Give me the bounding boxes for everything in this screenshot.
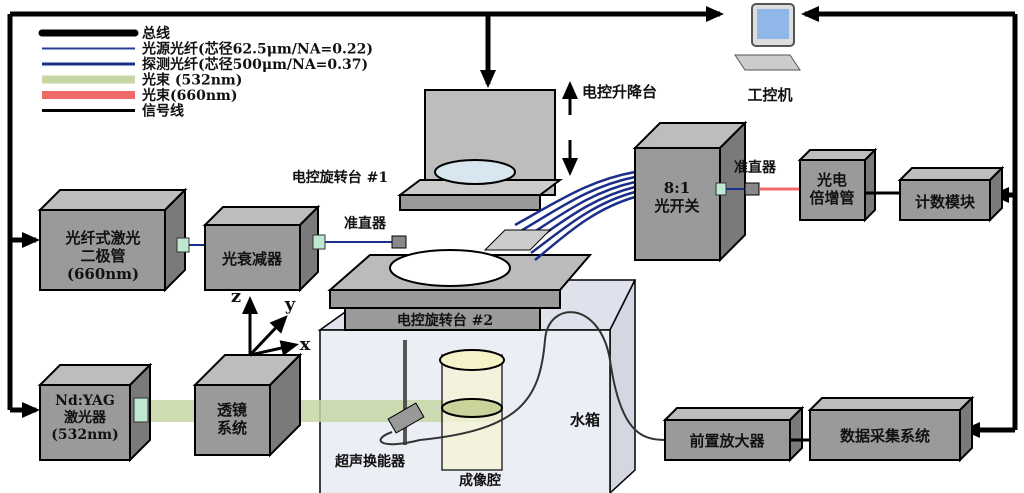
imaging-cavity-label: 成像腔	[459, 472, 501, 489]
ndyag-label-line: 激光器	[64, 409, 107, 426]
fiber-connector	[176, 237, 190, 253]
lift-down-arrow-head	[562, 158, 578, 176]
fiber-connector	[312, 234, 326, 250]
legend-label: 探测光纤(芯径500μm/NA=0.37)	[142, 56, 368, 73]
legend-label: 光源光纤(芯径62.5μm/NA=0.22)	[141, 41, 373, 58]
z-axis-label: z	[231, 286, 241, 307]
pmt-box-front	[799, 159, 866, 221]
bus-to-lift-stage-head	[480, 70, 496, 88]
lens-label-line: 系统	[217, 419, 247, 437]
detection-fiber	[514, 170, 636, 227]
bus-to-ndyag-head	[22, 402, 40, 418]
x-axis-label: x	[300, 334, 311, 355]
pmt-label-line: 光电	[816, 171, 847, 189]
collimator-right	[744, 182, 760, 196]
transducer	[387, 402, 425, 434]
ndyag-box-front	[39, 384, 131, 461]
lens-box	[192, 352, 303, 458]
imaging-cavity-top	[439, 349, 505, 371]
rotary1-disc	[434, 159, 516, 185]
lens-box-front	[194, 384, 271, 456]
imaging-cavity-mid	[441, 398, 503, 418]
daq-box-front	[809, 409, 961, 461]
counter-box-top	[897, 167, 1005, 181]
ndyag-label-line: (532nm)	[51, 427, 118, 443]
attenuator-label: 光衰减器	[221, 250, 283, 268]
water-tank-label: 水箱	[570, 411, 600, 429]
lens-label-line: 透镜	[217, 401, 247, 419]
daq-label: 数据采集系统	[840, 427, 930, 445]
pmt-box-side	[864, 147, 876, 223]
daq-box-top	[807, 397, 975, 411]
transducer-cable	[379, 311, 666, 446]
collimator-left	[391, 235, 407, 249]
computer-label: 工控机	[747, 86, 792, 104]
collimator-right-label: 准直器	[734, 159, 777, 176]
rotary1-front	[399, 194, 541, 211]
ndyag-aperture	[133, 397, 149, 423]
optical-switch-label-line: 8:1	[664, 179, 690, 197]
detection-fiber	[518, 175, 636, 234]
detection-fiber	[530, 190, 636, 255]
preamp-box-front	[664, 419, 791, 461]
switch-connector	[715, 182, 727, 196]
computer-icon	[734, 3, 801, 71]
legend-label: 信号线	[142, 103, 184, 120]
attenuator-box-front	[204, 224, 301, 291]
attenuator-box-top	[202, 206, 321, 226]
optical-switch-box-front	[634, 147, 721, 261]
rotary2-front	[344, 307, 541, 331]
ndyag-label-line: Nd:YAG	[55, 393, 115, 409]
monitor-screen	[757, 9, 789, 39]
laser-diode-box-front	[39, 209, 166, 291]
x-axis-head	[279, 340, 299, 356]
detection-fiber	[534, 195, 636, 261]
bus-to-laser-diode-head	[22, 232, 40, 248]
optical-switch-label-line: 光开关	[653, 197, 699, 215]
preamp-label: 前置放大器	[689, 432, 765, 450]
z-axis-head	[242, 296, 258, 314]
pmt-box	[797, 147, 878, 223]
laser-diode-box-top	[37, 189, 188, 211]
rotary2-label: 电控旋转台 #2	[397, 312, 493, 329]
keyboard	[734, 54, 801, 71]
fiber-holder	[483, 229, 552, 251]
laser-diode-label-line: 二极管	[80, 247, 125, 265]
pmt-box-top	[797, 149, 878, 161]
y-axis-head	[269, 315, 288, 334]
collimator-left-label: 准直器	[344, 215, 387, 232]
lift-stage-label: 电控升降台	[582, 83, 657, 101]
lift-up-arrow-head	[562, 81, 578, 99]
transducer-label: 超声换能器	[334, 453, 406, 470]
bus-to-computer-right-head	[801, 6, 819, 22]
laser-diode-label-line: 光纤式激光	[64, 229, 140, 247]
rotary2-plate	[329, 289, 561, 309]
attenuator-box	[202, 204, 321, 293]
bus-to-computer-left-head	[706, 6, 724, 22]
optical-switch-box	[632, 120, 748, 263]
preamp-box	[662, 405, 805, 463]
preamp-box-top	[662, 407, 805, 421]
counter-label: 计数模块	[915, 193, 976, 211]
daq-box	[807, 395, 975, 463]
legend-label: 光束(660nm)	[141, 87, 237, 104]
laser-diode-box	[37, 187, 188, 293]
y-axis-label: y	[284, 294, 296, 315]
counter-box-front	[899, 179, 991, 221]
legend-label: 总线	[142, 25, 170, 42]
pmt-label-line: 倍增管	[809, 189, 854, 207]
rotary2-hole	[389, 249, 511, 287]
counter-box	[897, 165, 1005, 223]
legend-label: 光束 (532nm)	[141, 72, 242, 89]
rotary1-label: 电控旋转台 #1	[292, 169, 388, 186]
daq-box-side	[959, 395, 973, 463]
laser-diode-label-line: (660nm)	[67, 265, 139, 283]
